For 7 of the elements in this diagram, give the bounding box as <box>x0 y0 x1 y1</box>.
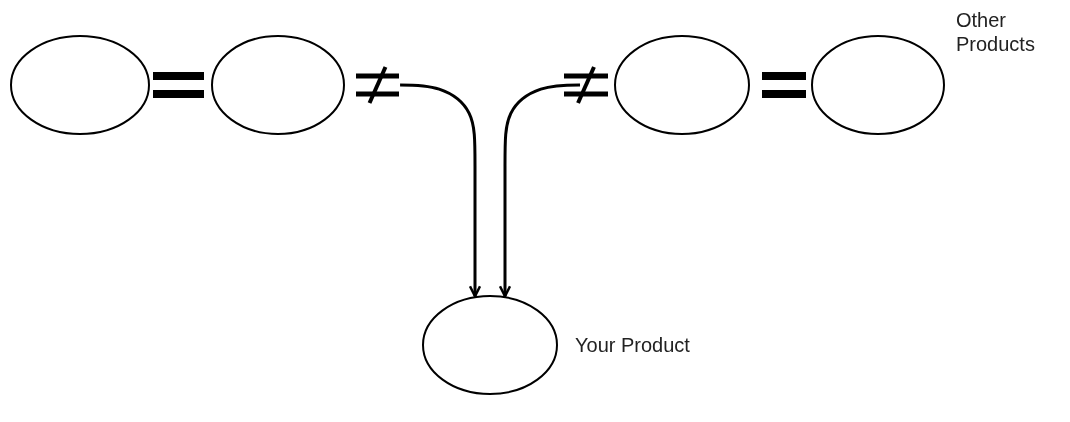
ellipse-node <box>422 295 558 395</box>
node-caption: Your Product <box>575 333 691 357</box>
node-caption: Other Products <box>956 8 1036 56</box>
ellipse-node <box>211 35 345 135</box>
ellipse-node <box>811 35 945 135</box>
ellipse-node <box>10 35 150 135</box>
ellipse-node <box>614 35 750 135</box>
